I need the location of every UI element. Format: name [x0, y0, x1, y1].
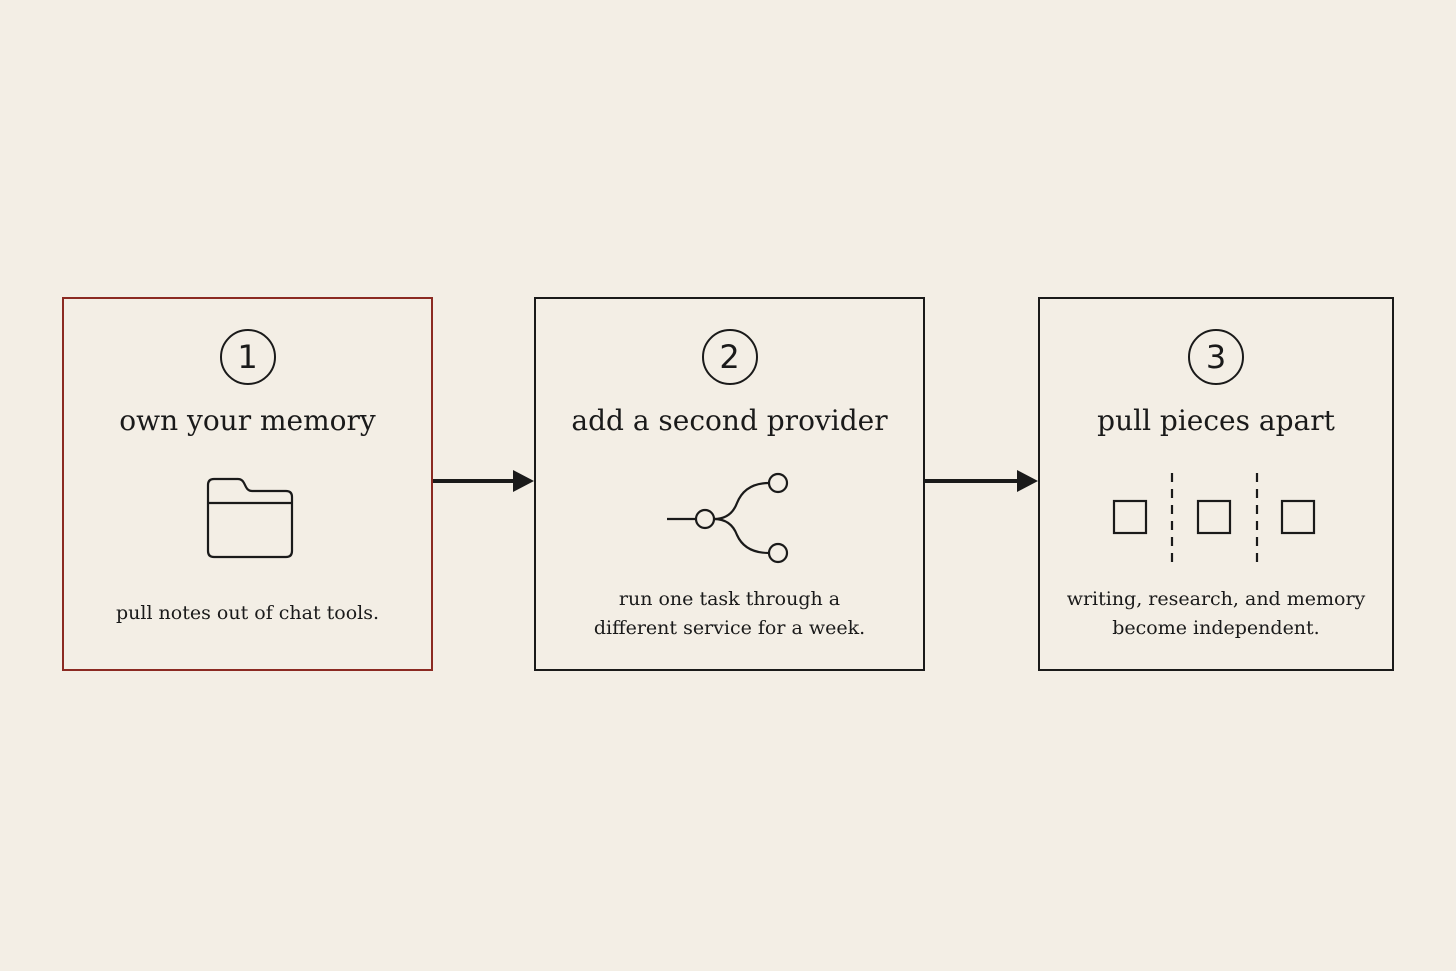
step-1-box: 1 own your memory pull notes out of chat… — [62, 297, 433, 671]
separated-boxes-icon — [1111, 471, 1321, 569]
step-3-title: pull pieces apart — [1097, 404, 1335, 437]
step-3-number: 3 — [1188, 329, 1244, 385]
arrow-right-icon — [433, 466, 534, 500]
step-1-description: pull notes out of chat tools. — [115, 602, 380, 624]
step-1-number: 1 — [219, 329, 276, 385]
step-2-title: add a second provider — [571, 404, 888, 437]
step-2-number: 2 — [701, 329, 758, 385]
step-2-description: run one task through a different service… — [593, 588, 866, 639]
step-2-box: 2 add a second provider run one task thr… — [534, 297, 925, 671]
branch-icon — [665, 471, 795, 571]
step-1-title: own your memory — [119, 404, 376, 437]
folder-icon — [200, 471, 296, 565]
step-3-description: writing, research, and memory become ind… — [1066, 588, 1366, 639]
arrow-right-icon — [925, 466, 1038, 500]
step-3-box: 3 pull pieces apart writing, research, a… — [1038, 297, 1394, 671]
